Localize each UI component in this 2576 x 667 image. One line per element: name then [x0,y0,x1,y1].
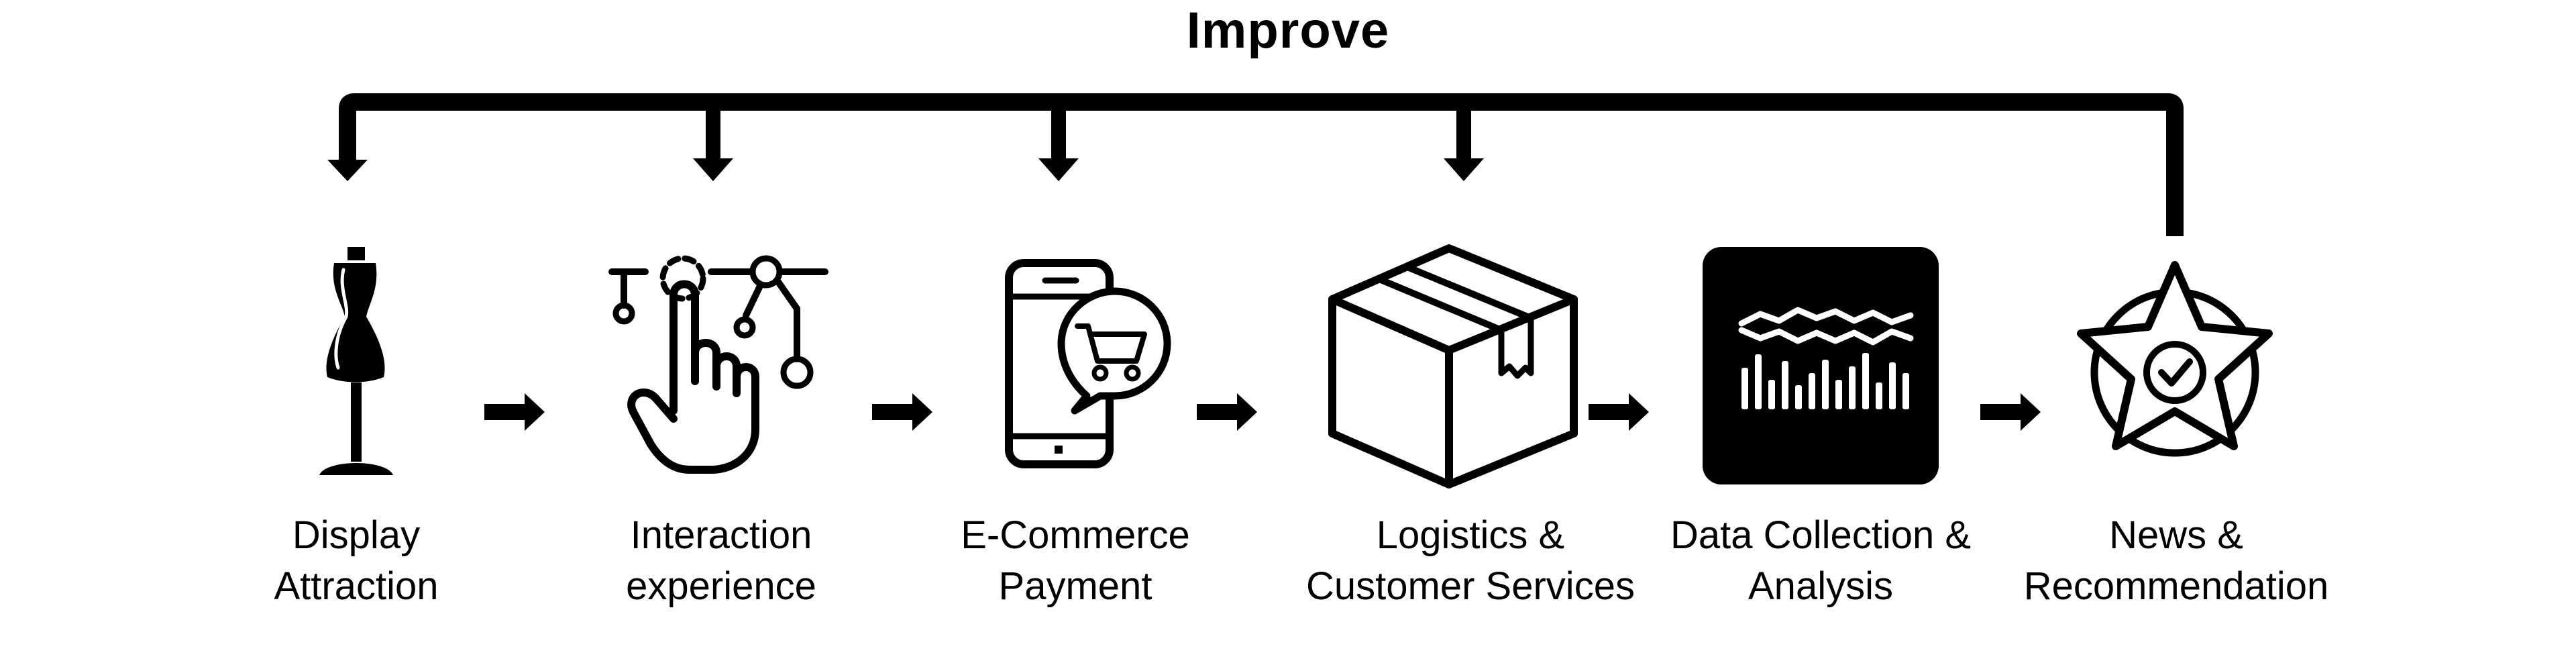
step-label-line: Data Collection & [1670,513,1972,557]
step-label-line: Recommendation [2023,564,2329,608]
flow-arrow-5 [1980,393,2041,431]
step-label-line: Attraction [274,564,439,608]
mannequin-icon [319,247,393,475]
step-label-line: Display [292,513,421,557]
step-label-line: experience [626,564,816,608]
step-label-e-commerce-payment: E-Commerce Payment [861,510,1290,612]
step-label-interaction-experience: Interaction experience [506,510,936,612]
step-label-data-collection: Data Collection & Analysis [1606,510,2035,612]
package-box-icon [1328,244,1578,489]
touch-hand-icon [608,255,828,474]
feedback-arrow-2 [693,102,733,181]
step-label-line: Logistics & [1376,513,1565,557]
phone-cart-icon [1005,259,1171,468]
step-label-line: Payment [998,564,1152,608]
flow-arrow-1 [484,393,545,431]
star-badge-icon [2077,261,2273,457]
analytics-chart-icon [1703,247,1939,484]
diagram-title: Improve [1186,2,1390,59]
feedback-arrow-4 [1444,102,1484,181]
step-label-logistics: Logistics & Customer Services [1256,510,1685,612]
feedback-arrow-1 [327,160,368,181]
feedback-arrow-3 [1038,102,1079,181]
feedback-loop-connector [327,93,2184,236]
step-label-line: Interaction [630,513,812,557]
flow-arrow-3 [1197,393,1257,431]
step-label-line: News & [2109,513,2243,557]
flow-arrow-4 [1589,393,1649,431]
step-label-line: Analysis [1748,564,1893,608]
step-label-line: E-Commerce [961,513,1190,557]
step-label-line: Customer Services [1306,564,1635,608]
flow-arrow-2 [872,393,932,431]
step-label-display-attraction: Display Attraction [142,510,571,612]
step-label-news-recommendation: News & Recommendation [1962,510,2391,612]
